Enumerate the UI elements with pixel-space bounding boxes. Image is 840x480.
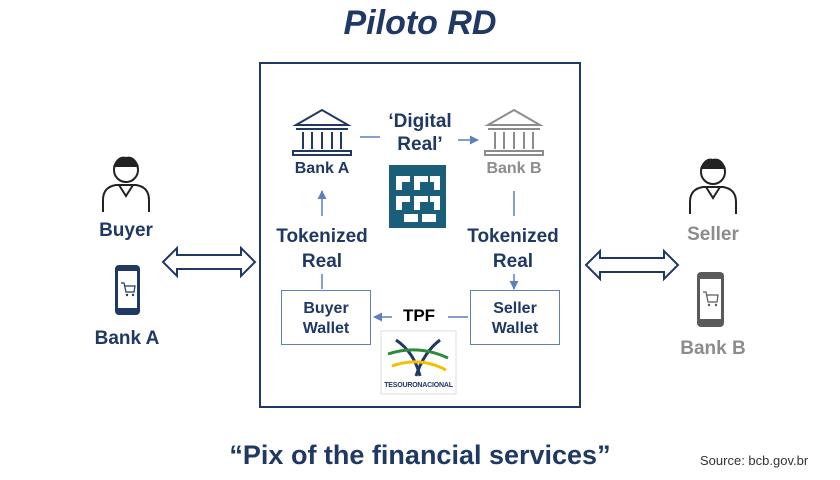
tesouro-logo-icon: [380, 330, 457, 395]
digital-real-label: ‘Digital Real’: [372, 110, 468, 156]
buyer-person-icon: [102, 156, 150, 212]
tpf-label: TPF: [402, 306, 436, 325]
tokenized-right-line1: Tokenized: [467, 226, 559, 247]
bank-b-label: Bank B: [486, 160, 542, 177]
bank-a-label: Bank A: [294, 160, 350, 177]
smartphone-cart-icon-right: [697, 272, 724, 327]
seller-wallet-line2: Wallet: [491, 320, 539, 337]
bank-a-label-left: Bank A: [94, 328, 160, 349]
bank-b-label-right: Bank B: [680, 338, 746, 359]
tokenized-real-right: Tokenized Real: [463, 224, 563, 274]
seller-wallet-line1: Seller: [493, 300, 537, 317]
tesouro-logo-text: TESOURONACIONAL: [384, 382, 453, 389]
double-arrow-icon-left: [161, 245, 257, 279]
double-arrow-icon-right: [584, 248, 680, 282]
bcb-logo-icon: [389, 165, 446, 228]
buyer-wallet-line2: Wallet: [302, 320, 350, 337]
digital-real-line2: Real’: [397, 134, 443, 155]
tokenized-real-left: Tokenized Real: [272, 224, 372, 274]
pilot-frame: [259, 62, 581, 408]
seller-wallet-box: Seller Wallet: [470, 290, 560, 345]
tokenized-left-line1: Tokenized: [276, 226, 368, 247]
seller-person-icon: [689, 158, 737, 214]
tokenized-right-line2: Real: [492, 251, 534, 272]
page-title: Piloto RD: [343, 4, 497, 42]
bank-icon-a: [292, 108, 352, 156]
buyer-label: Buyer: [99, 220, 153, 241]
tokenized-left-line2: Real: [301, 251, 343, 272]
seller-label: Seller: [687, 224, 739, 245]
buyer-wallet-box: Buyer Wallet: [281, 290, 371, 345]
tagline-quote: “Pix of the financial services”: [229, 440, 611, 470]
smartphone-cart-icon-left: [115, 265, 140, 315]
bank-icon-b: [484, 108, 544, 156]
digital-real-line1: ‘Digital: [388, 111, 452, 132]
source-note: Source: bcb.gov.br: [700, 453, 809, 468]
buyer-wallet-line1: Buyer: [303, 300, 349, 317]
